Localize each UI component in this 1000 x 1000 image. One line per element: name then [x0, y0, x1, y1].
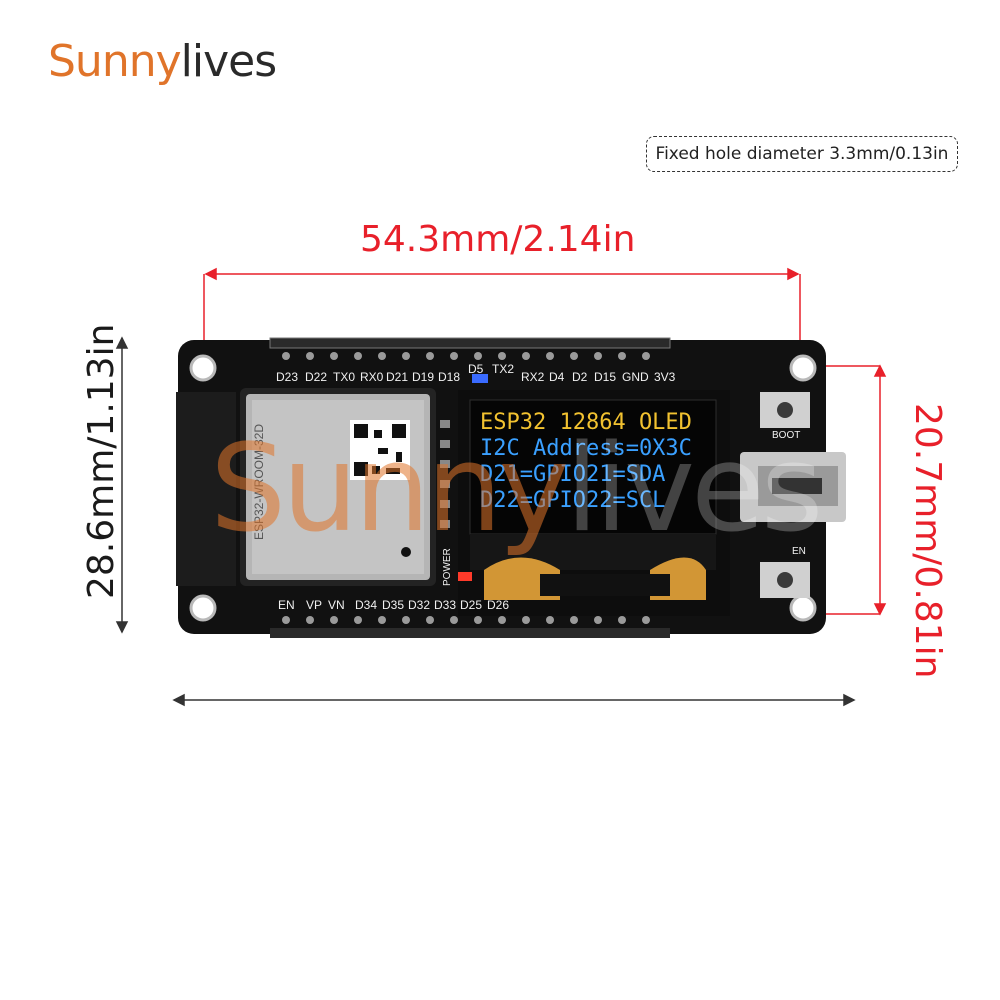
blue-led [472, 374, 488, 383]
pin-label: 3V3 [654, 370, 676, 384]
length-arrow [203, 267, 801, 362]
pin-label: RX2 [521, 370, 545, 384]
pin-label: RX0 [360, 370, 384, 384]
hole-diameter-note: Fixed hole diameter 3.3mm/0.13in [646, 136, 958, 172]
pin-label: D23 [276, 370, 299, 384]
watermark: Sunnylives [210, 430, 823, 550]
pin-label: D5 [468, 362, 484, 376]
oled-line-2: I2C Address=0X3C [480, 436, 692, 461]
pin-label: TX2 [492, 362, 515, 376]
width-arrow [172, 693, 856, 707]
pin-label: D35 [382, 598, 405, 612]
brand-logo: Sunnylives [48, 40, 277, 84]
pin-label: D26 [487, 598, 510, 612]
pin-label: D15 [594, 370, 617, 384]
brand-logo-lives: lives [180, 36, 277, 87]
watermark-part2: lives [565, 420, 823, 559]
oled-line-1: ESP32 12864 OLED [480, 410, 692, 435]
oled-line-4: D22=GPIO22=SCL [480, 488, 666, 513]
mounting-hole [189, 354, 217, 382]
oled-screen [469, 399, 717, 535]
top-pin-header [269, 337, 671, 360]
pin-label: TX0 [333, 370, 356, 384]
pin-label: GND [622, 370, 649, 384]
pin-label: EN [278, 598, 295, 612]
total-height-arrow [115, 336, 129, 634]
pin-label: D25 [460, 598, 483, 612]
brand-logo-sunny: Sunny [48, 36, 182, 87]
en-button-label: EN [792, 546, 806, 557]
pin-label: D21 [386, 370, 409, 384]
watermark-part1: Sunny [210, 420, 569, 559]
pin-label: D19 [412, 370, 435, 384]
pin-label: VN [328, 598, 345, 612]
length-dimension-label: 54.3mm/2.14in [360, 219, 636, 260]
pin-label: D18 [438, 370, 461, 384]
power-led [458, 572, 472, 581]
boot-button-label: BOOT [772, 430, 801, 441]
mounting-hole [189, 594, 217, 622]
pin-label: D32 [408, 598, 431, 612]
pin-label: D34 [355, 598, 378, 612]
pin-label: VP [306, 598, 323, 612]
pin-label: D2 [572, 370, 588, 384]
pin-label: D33 [434, 598, 457, 612]
mounting-hole [789, 354, 817, 382]
oled-line-3: D21=GPIO21=SDA [480, 462, 666, 487]
pin-label: D4 [549, 370, 565, 384]
mounting-hole [789, 594, 817, 622]
pin-label: D22 [305, 370, 328, 384]
bottom-pin-header [270, 616, 670, 638]
